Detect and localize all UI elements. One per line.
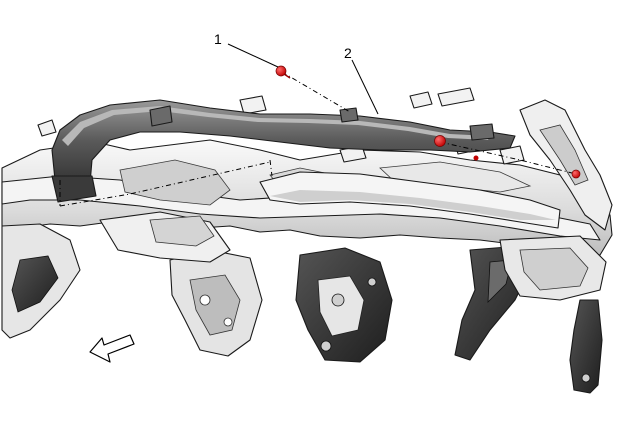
callout-1: 1 <box>214 31 279 68</box>
cross-car-beam <box>1 87 613 256</box>
callout-2: 2 <box>344 45 379 115</box>
front-direction-arrow-icon <box>89 334 135 363</box>
center-duct <box>259 171 561 229</box>
callout-2-label: 2 <box>344 45 352 61</box>
fasteners <box>275 65 581 179</box>
reference-lines <box>59 71 577 207</box>
bolt-icon <box>434 135 446 147</box>
bolt-icon <box>473 155 479 161</box>
bolt-icon <box>275 65 291 79</box>
lower-support-brackets <box>1 223 607 394</box>
air-distribution-duct <box>51 99 516 203</box>
callout-1-label: 1 <box>214 31 222 47</box>
bolt-icon <box>571 169 581 179</box>
steering-column-support <box>99 211 231 263</box>
